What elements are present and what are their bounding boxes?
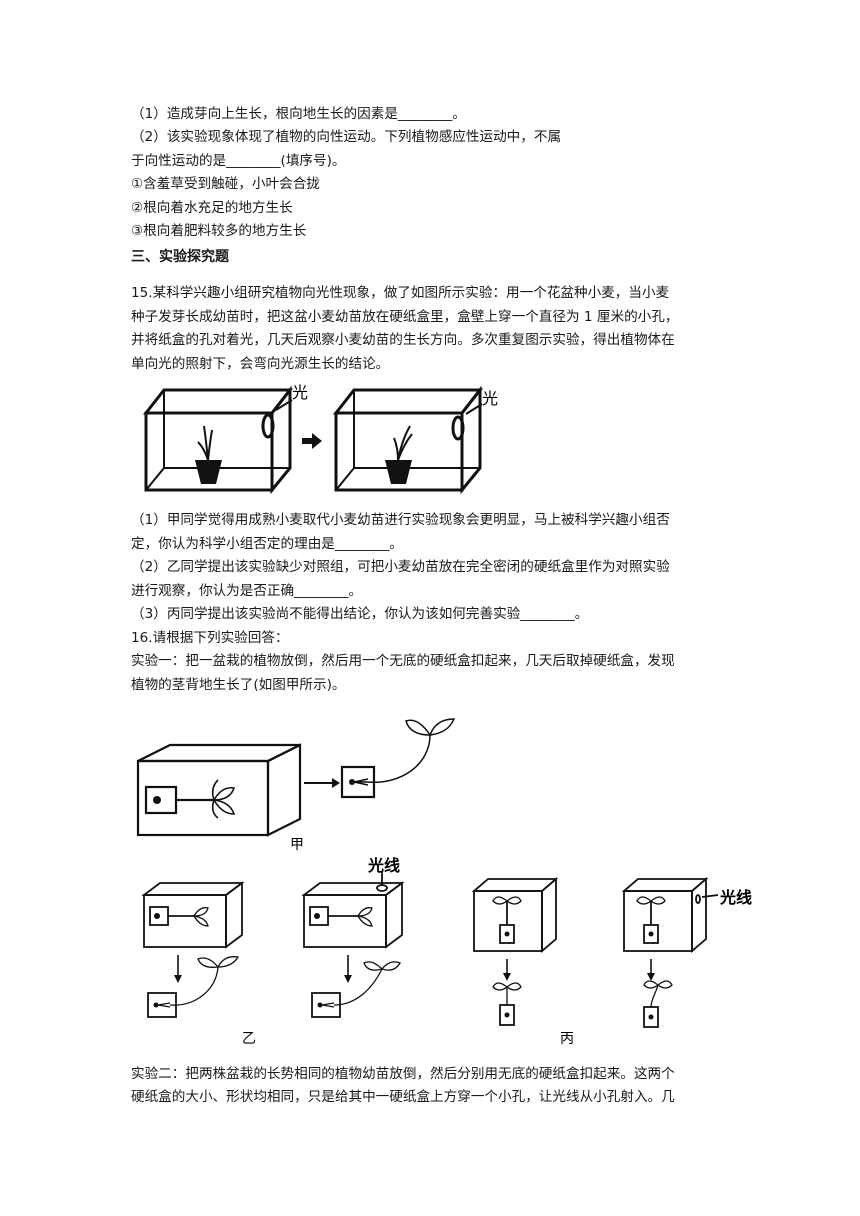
figure-label-bing: 丙: [560, 1031, 574, 1047]
q16-title: 16.请根据下列实验回答：: [131, 630, 289, 646]
section-heading: 三、实验探究题: [131, 249, 229, 265]
q15-text-line2: 种子发芽长成幼苗时，把这盆小麦幼苗放在硬纸盒里，盒壁上穿一个直径为 1 厘米的小…: [131, 309, 679, 325]
q14-sub2-line2: 于向性运动的是________(填序号)。: [131, 153, 346, 169]
q16-exp1-line2: 植物的茎背地生长了(如图甲所示)。: [131, 677, 346, 693]
q16-figure-jia: 甲: [136, 718, 456, 853]
light-label-2: 光: [482, 389, 498, 408]
q15-sub2-line1: （2）乙同学提出该实验缺少对照组，可把小麦幼苗放在完全密闭的硬纸盒里作为对照实验: [131, 559, 670, 575]
light-label-side: 光线: [719, 888, 752, 907]
light-label-1: 光: [292, 383, 308, 402]
q15-text-line4: 单向光的照射下，会弯向光源生长的结论。: [131, 356, 390, 372]
q14-option-1: ①含羞草受到触碰，小叶会合拢: [131, 176, 320, 192]
q14-sub1: （1）造成芽向上生长，根向地生长的因素是________。: [131, 106, 466, 122]
q16-exp1-line1: 实验一：把一盆栽的植物放倒，然后用一个无底的硬纸盒扣起来，几天后取掉硬纸盒，发现: [131, 653, 675, 669]
q14-option-3: ③根向着肥料较多的地方生长: [131, 223, 307, 239]
q15-sub1-line2: 定，你认为科学小组否定的理由是________。: [131, 536, 403, 552]
figure-label-jia: 甲: [290, 837, 304, 853]
q15-sub3: （3）丙同学提出该实验尚不能得出结论，你认为该如何完善实验________。: [131, 606, 589, 622]
figure-label-yi: 乙: [242, 1031, 256, 1047]
q16-exp2-line2: 硬纸盒的大小、形状均相同，只是给其中一硬纸盒上方穿一个小孔，让光线从小孔射入。几: [131, 1089, 675, 1105]
q16-figure-yi-bing: 光线 丙: [141, 856, 752, 1047]
q14-sub2-line1: （2）该实验现象体现了植物的向性运动。下列植物感应性运动中，不属: [131, 129, 562, 145]
light-label-top: 光线: [367, 856, 400, 875]
q16-exp2-line1: 实验二：把两株盆栽的长势相同的植物幼苗放倒，然后分别用无底的硬纸盒扣起来。这两个: [131, 1066, 675, 1082]
q15-text-line1: 15.某科学兴趣小组研究植物向光性现象，做了如图所示实验：用一个花盆种小麦，当小…: [131, 285, 670, 301]
q15-text-line3: 并将纸盒的孔对着光，几天后观察小麦幼苗的生长方向。多次重复图示实验，得出植物体在: [131, 332, 675, 348]
q15-sub1-line1: （1）甲同学觉得用成熟小麦取代小麦幼苗进行实验现象会更明显，马上被科学兴趣小组否: [131, 512, 670, 528]
q15-sub2-line2: 进行观察，你认为是否正确________。: [131, 583, 363, 599]
q14-option-2: ②根向着水充足的地方生长: [131, 200, 293, 216]
arrow-icon: [302, 433, 322, 449]
q15-phototropism-figure: 光 光: [142, 383, 498, 495]
